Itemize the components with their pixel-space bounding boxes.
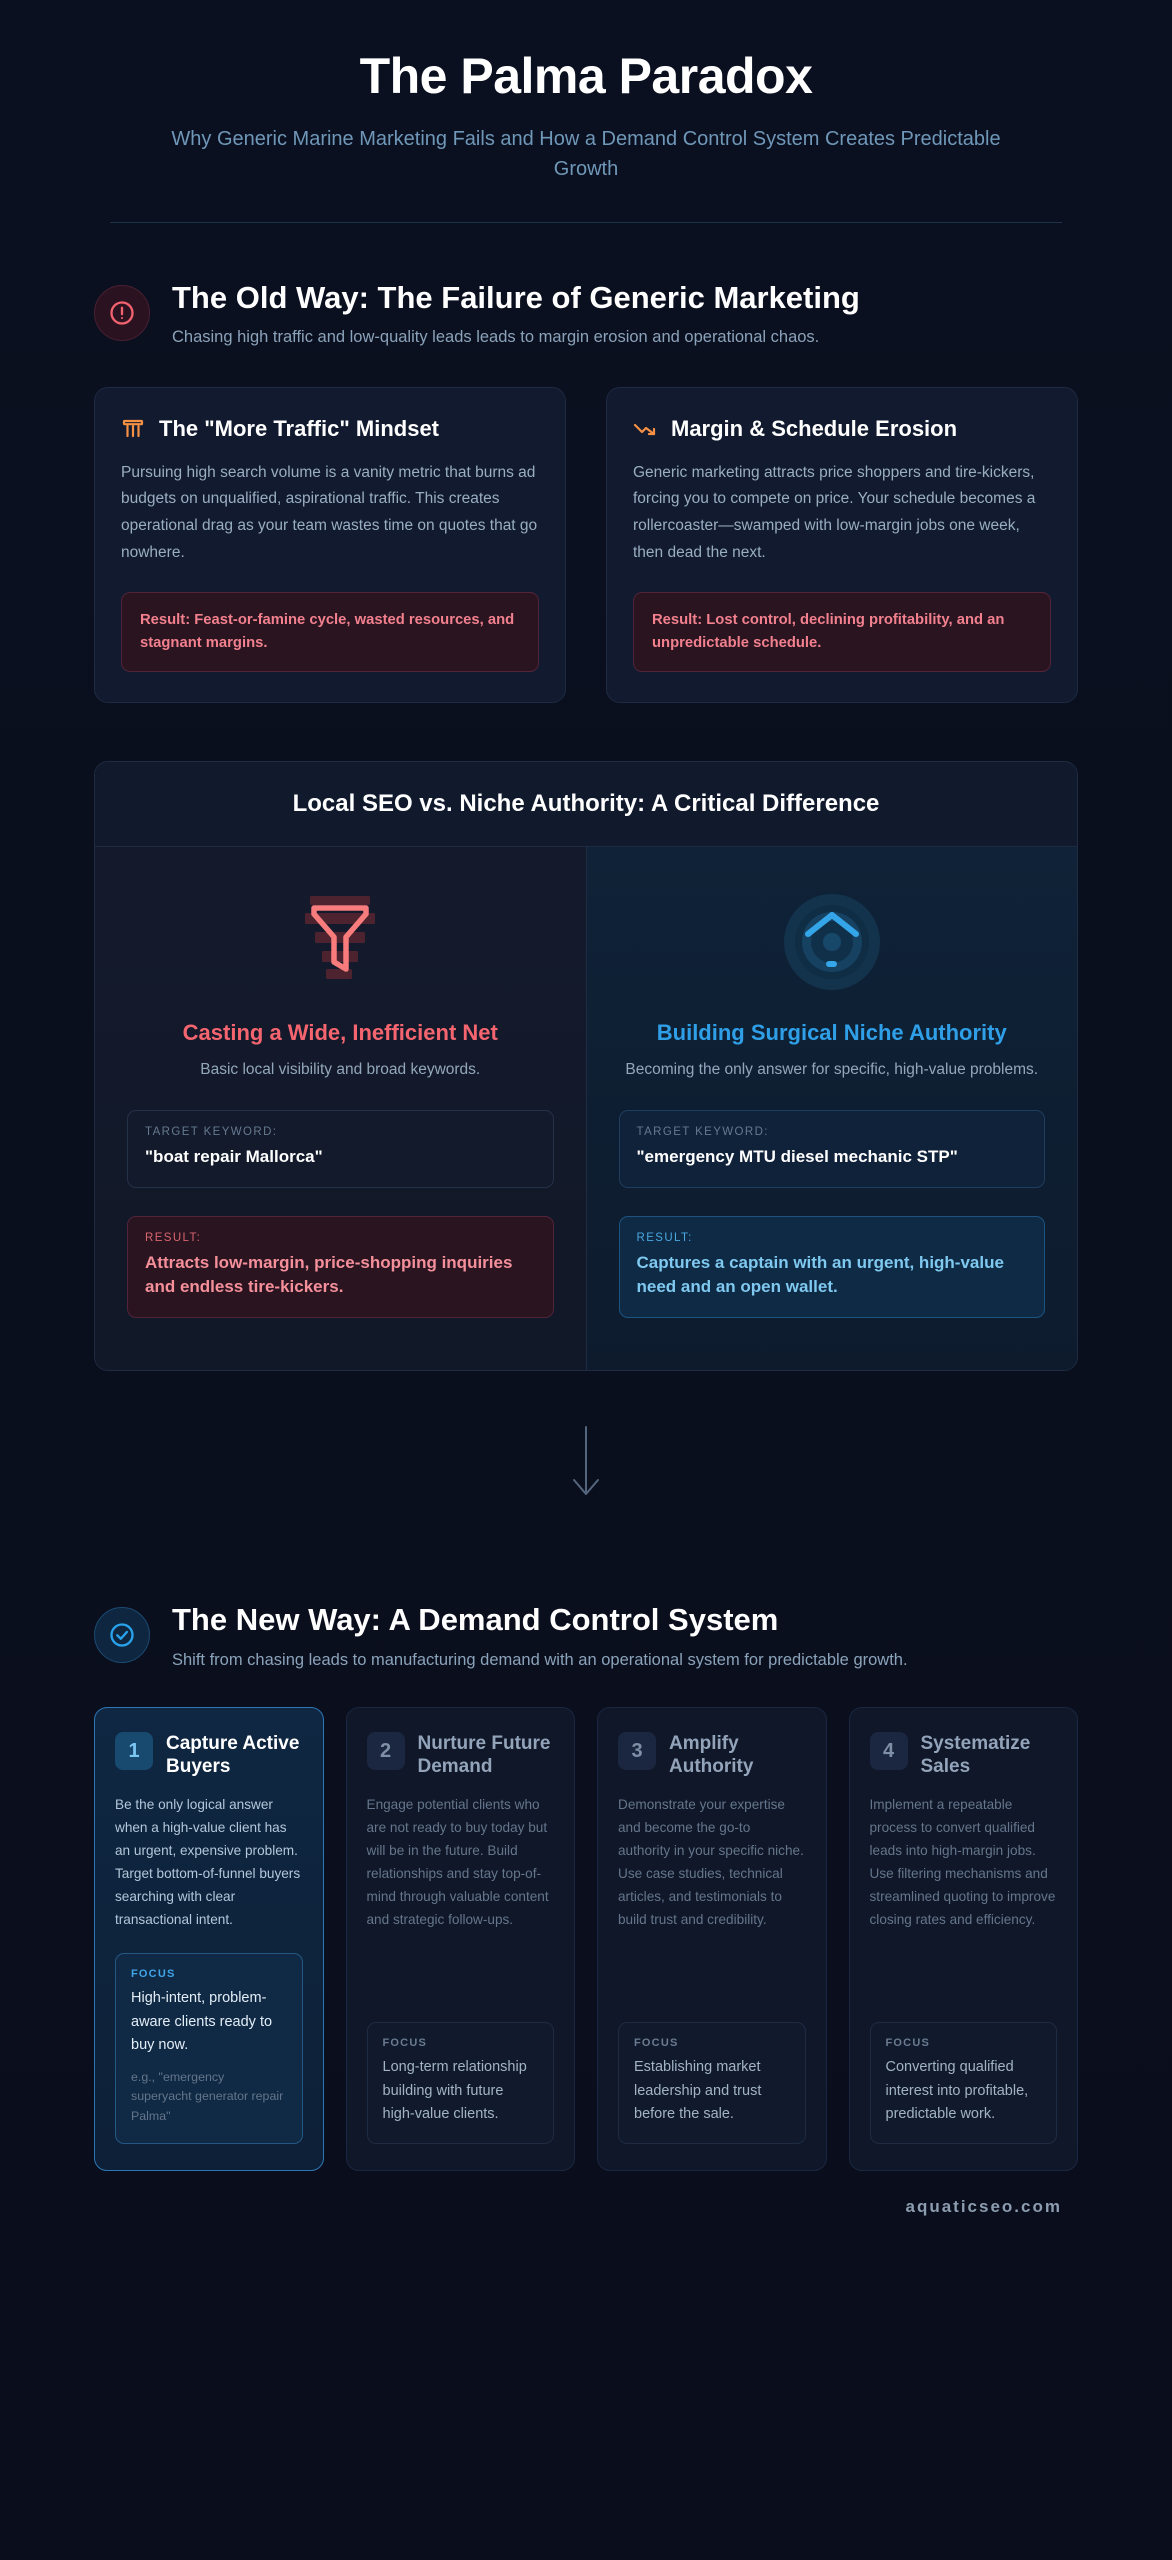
left-target-keyword-box: TARGET KEYWORD: "boat repair Mallorca"	[127, 1109, 554, 1188]
funnel-icon	[127, 887, 554, 997]
step-card-1[interactable]: 1 Capture Active Buyers Be the only logi…	[94, 1707, 324, 2171]
card-margin-schedule-erosion: Margin & Schedule Erosion Generic market…	[606, 386, 1078, 704]
step-card-4[interactable]: 4 Systematize Sales Implement a repeatab…	[848, 1707, 1078, 2171]
focus-label: FOCUS	[885, 2037, 930, 2050]
page-subtitle: Why Generic Marine Marketing Fails and H…	[171, 127, 1001, 180]
step-number-badge: 1	[115, 1732, 153, 1771]
card-header: Margin & Schedule Erosion	[633, 416, 1051, 442]
right-result-box: RESULT: Captures a captain with an urgen…	[618, 1215, 1045, 1318]
arrow-down-icon	[80, 1371, 1092, 1545]
step-description: Implement a repeatable process to conver…	[869, 1797, 1056, 1927]
step-header: 3 Amplify Authority	[618, 1732, 806, 1778]
focus-label: FOCUS	[131, 1968, 176, 1981]
step-focus-box: FOCUS Long-term relationship building wi…	[366, 2022, 554, 2144]
demand-control-steps: 1 Capture Active Buyers Be the only logi…	[80, 1707, 1092, 2171]
result-label: RESULT:	[636, 1231, 693, 1244]
step-card-2[interactable]: 2 Nurture Future Demand Engage potential…	[345, 1707, 575, 2171]
footer-brand: aquaticseo.com	[905, 2196, 1062, 2216]
result-label: RESULT:	[145, 1231, 202, 1244]
target-keyword-label: TARGET KEYWORD:	[145, 1125, 278, 1138]
right-target-keyword-box: TARGET KEYWORD: "emergency MTU diesel me…	[618, 1109, 1045, 1188]
step-focus-box: FOCUS Establishing market leadership and…	[618, 2022, 806, 2144]
alert-circle-icon	[94, 284, 150, 341]
trending-down-icon	[633, 417, 657, 441]
step-focus-box: FOCUS High-intent, problem-aware clients…	[115, 1953, 303, 2144]
card-result: Result: Lost control, declining profitab…	[633, 592, 1051, 673]
old-way-cards: The "More Traffic" Mindset Pursuing high…	[80, 386, 1092, 704]
step-header: 1 Capture Active Buyers	[115, 1732, 303, 1778]
step-focus-box: FOCUS Converting qualified interest into…	[869, 2022, 1057, 2144]
old-way-subheading: Chasing high traffic and low-quality lea…	[172, 328, 820, 347]
old-way-heading: The Old Way: The Failure of Generic Mark…	[172, 279, 860, 315]
left-result-box: RESULT: Attracts low-margin, price-shopp…	[127, 1215, 554, 1318]
comparison-title: Local SEO vs. Niche Authority: A Critica…	[95, 762, 1077, 848]
comparison-right-subtitle: Becoming the only answer for specific, h…	[625, 1060, 1039, 1078]
card-body: Pursuing high search volume is a vanity …	[121, 463, 538, 561]
content-wrapper: The Palma Paradox Why Generic Marine Mar…	[40, 0, 1132, 2247]
step-description: Be the only logical answer when a high-v…	[115, 1797, 301, 1927]
card-header: The "More Traffic" Mindset	[121, 416, 539, 442]
header-divider	[110, 221, 1062, 223]
step-description: Demonstrate your expertise and become th…	[618, 1797, 804, 1927]
result-value: Captures a captain with an urgent, high-…	[636, 1252, 1004, 1297]
focus-text: Establishing market leadership and trust…	[634, 2059, 762, 2123]
card-title: The "More Traffic" Mindset	[159, 415, 440, 441]
step-number-badge: 3	[618, 1732, 656, 1771]
new-way-section-header: The New Way: A Demand Control System Shi…	[80, 1545, 1092, 1673]
step-header: 4 Systematize Sales	[869, 1732, 1058, 1778]
target-keyword-value: "boat repair Mallorca"	[145, 1146, 323, 1166]
bar-chart-icon	[121, 417, 145, 441]
comparison-column-local-seo: Casting a Wide, Inefficient Net Basic lo…	[95, 847, 587, 1370]
focus-label: FOCUS	[634, 2037, 679, 2050]
card-body: Generic marketing attracts price shopper…	[633, 463, 1036, 561]
new-way-heading-block: The New Way: A Demand Control System Shi…	[172, 1601, 1078, 1673]
focus-text: Converting qualified interest into profi…	[885, 2059, 1029, 2123]
target-keyword-label: TARGET KEYWORD:	[636, 1125, 769, 1138]
focus-text: High-intent, problem-aware clients ready…	[131, 1990, 273, 2054]
focus-example: e.g., "emergency superyacht generator re…	[131, 2069, 284, 2124]
step-title: Amplify Authority	[669, 1733, 754, 1778]
focus-text: Long-term relationship building with fut…	[382, 2059, 527, 2123]
focus-label: FOCUS	[382, 2037, 427, 2050]
new-way-heading: The New Way: A Demand Control System	[172, 1601, 779, 1637]
check-circle-icon	[94, 1606, 150, 1663]
target-keyword-value: "emergency MTU diesel mechanic STP"	[636, 1146, 958, 1166]
old-way-section-header: The Old Way: The Failure of Generic Mark…	[80, 223, 1092, 351]
step-title: Nurture Future Demand	[417, 1733, 551, 1778]
step-title: Systematize Sales	[920, 1733, 1031, 1778]
step-header: 2 Nurture Future Demand	[366, 1732, 555, 1778]
comparison-column-niche-authority: Building Surgical Niche Authority Becomi…	[586, 847, 1077, 1370]
new-way-subheading: Shift from chasing leads to manufacturin…	[172, 1650, 908, 1669]
old-way-heading-block: The Old Way: The Failure of Generic Mark…	[172, 279, 1078, 351]
step-title: Capture Active Buyers	[166, 1733, 300, 1778]
radar-target-icon	[619, 887, 1046, 997]
comparison-left-subtitle: Basic local visibility and broad keyword…	[200, 1060, 481, 1078]
page-header: The Palma Paradox Why Generic Marine Mar…	[80, 0, 1092, 184]
comparison-right-title: Building Surgical Niche Authority	[656, 1020, 1007, 1046]
step-number-badge: 4	[869, 1732, 908, 1771]
card-more-traffic-mindset: The "More Traffic" Mindset Pursuing high…	[94, 386, 566, 704]
step-card-3[interactable]: 3 Amplify Authority Demonstrate your exp…	[597, 1707, 827, 2171]
comparison-panel: Local SEO vs. Niche Authority: A Critica…	[94, 761, 1078, 1371]
comparison-left-title: Casting a Wide, Inefficient Net	[182, 1020, 498, 1046]
result-value: Attracts low-margin, price-shopping inqu…	[145, 1252, 513, 1297]
step-description: Engage potential clients who are not rea…	[366, 1797, 549, 1927]
card-title: Margin & Schedule Erosion	[671, 415, 958, 441]
step-number-badge: 2	[366, 1732, 405, 1771]
page-title: The Palma Paradox	[359, 48, 813, 104]
card-result: Result: Feast-or-famine cycle, wasted re…	[121, 592, 539, 673]
comparison-columns: Casting a Wide, Inefficient Net Basic lo…	[95, 847, 1077, 1370]
